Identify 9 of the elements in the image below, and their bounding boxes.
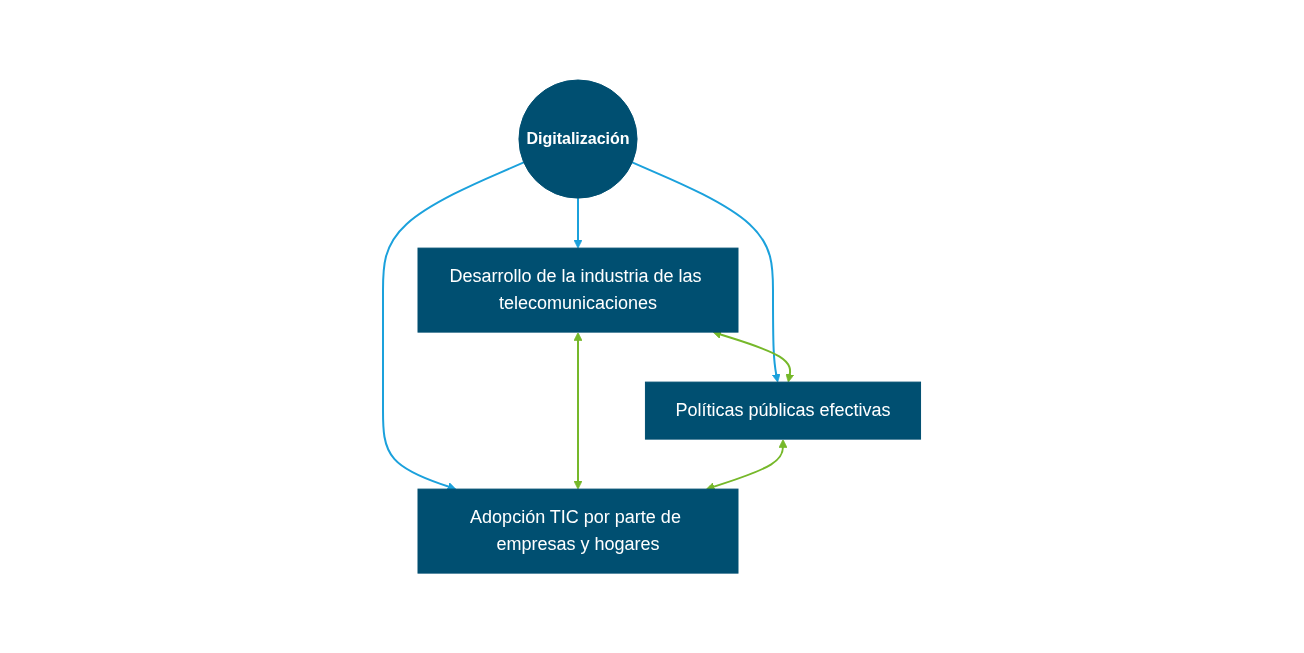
node-box: Adopción TIC por parte de empresas y hogares (417, 488, 739, 574)
arrow (382, 161, 525, 491)
node-circle: Digitalización (518, 79, 638, 199)
node-box: Políticas públicas efectivas (645, 381, 922, 440)
arrow (631, 161, 781, 383)
arrow (573, 332, 583, 490)
arrow (573, 197, 583, 249)
node-box: Desarrollo de la industria de las telecomunicaciones (417, 247, 739, 333)
arrow (706, 439, 788, 491)
